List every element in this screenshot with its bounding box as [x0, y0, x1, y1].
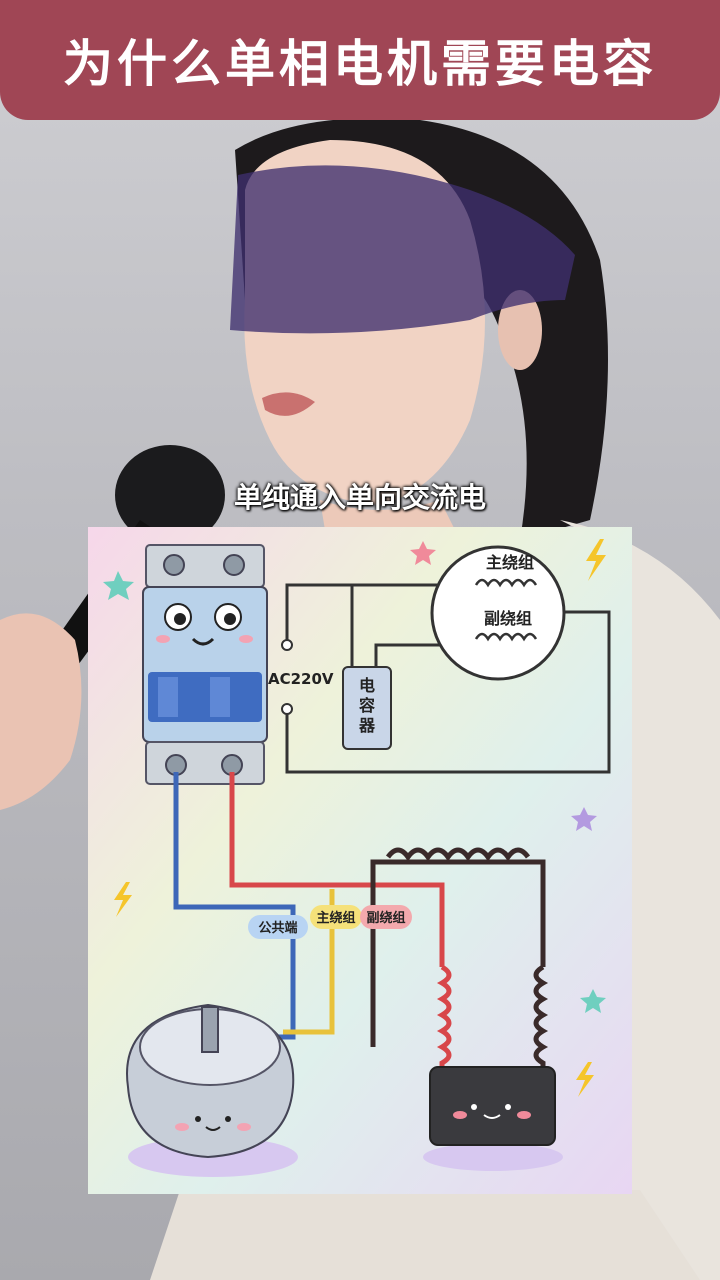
star-icon — [410, 541, 436, 565]
lightning-icon — [114, 882, 132, 917]
sweater-bottom — [150, 1190, 700, 1280]
wire-red — [229, 772, 445, 967]
small-capacitor: 电 容 器 — [342, 666, 392, 750]
coil-dark — [533, 964, 549, 1072]
tag-aux-bg — [360, 905, 412, 929]
terminal-dot — [281, 639, 293, 651]
wire-common — [173, 772, 296, 1040]
coil-red — [436, 964, 452, 1072]
tag-main: 主绕组 — [316, 910, 355, 926]
aux-winding-label: 副绕组 — [484, 609, 532, 628]
winding-symbol: 主绕组 副绕组 — [430, 545, 566, 681]
capacitor-char-3: 器 — [358, 716, 376, 735]
lips — [262, 392, 315, 416]
tag-common: 公共端 — [258, 920, 297, 936]
star-icon — [103, 571, 134, 600]
capacitor-char-1: 电 — [359, 676, 375, 695]
title-banner: 为什么单相电机需要电容 — [0, 0, 720, 120]
circuit-breaker — [142, 544, 268, 785]
microphone-head — [115, 445, 225, 545]
star-icon — [571, 807, 597, 831]
terminal-dot — [281, 703, 293, 715]
lightning-icon — [576, 1062, 594, 1097]
subtitle-caption: 单纯通入单向交流电 — [233, 481, 486, 514]
motor — [126, 1003, 298, 1177]
page-title: 为什么单相电机需要电容 — [63, 35, 657, 93]
coil-top — [385, 847, 531, 862]
wire-dark — [370, 859, 546, 1047]
hand — [0, 613, 82, 810]
capacitor-char-2: 容 — [358, 696, 375, 715]
tag-aux: 副绕组 — [366, 910, 405, 926]
wire-main — [283, 889, 335, 1035]
voltage-label: AC220V — [268, 670, 334, 688]
ear — [498, 290, 542, 370]
tag-common-bg — [248, 915, 308, 939]
lightning-icon — [586, 539, 606, 581]
main-winding-label: 主绕组 — [486, 553, 534, 572]
blindfold — [230, 165, 575, 334]
start-capacitor — [423, 1066, 563, 1171]
star-icon — [580, 989, 606, 1013]
tag-main-bg — [310, 905, 362, 929]
wiring-diagram: AC220V 电 容 器 主绕组 副绕组 公共端 主绕组 副绕组 — [88, 527, 632, 1194]
